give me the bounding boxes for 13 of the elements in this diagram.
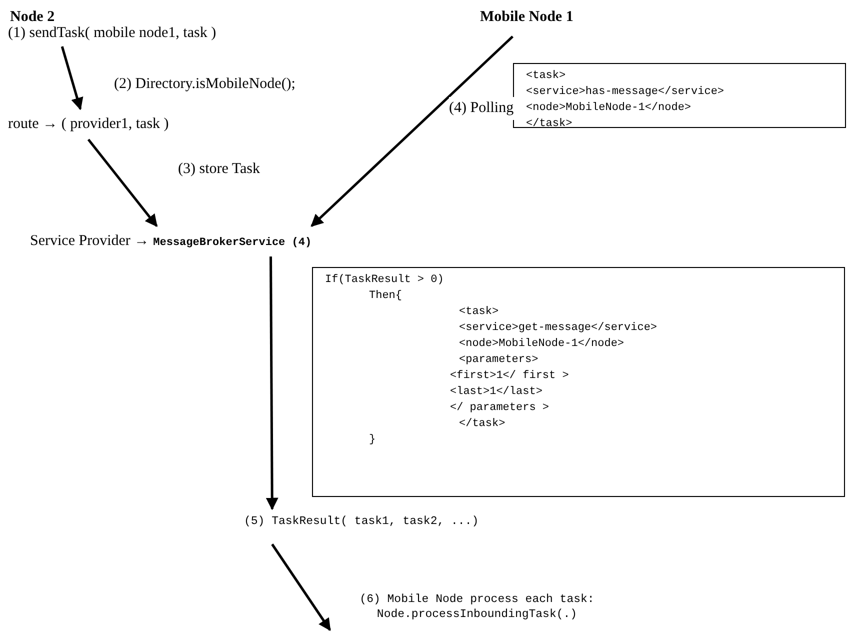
arrow (60, 46, 84, 110)
arrow (266, 256, 278, 510)
flow-step: route → ( provider1, task ) (8, 113, 169, 136)
arrow (271, 544, 332, 632)
arrow (310, 36, 514, 227)
flow-step: Service Provider → MessageBrokerService (4) (30, 230, 312, 252)
node-heading: Mobile Node 1 (480, 6, 574, 28)
code-box: <task> <service>has-message</service> <node>MobileNode-1</node> </task> (513, 63, 846, 128)
flow-step: (5) TaskResult( task1, task2, ...) (244, 513, 479, 530)
edge-label: (6) Mobile Node process each task: Node.processInboundingTask(.) (358, 592, 596, 622)
code-box: If(TaskResult > 0) Then{ <task> <service>get-message</service> <node>MobileNode-1</node> <parameters> <first>1</ first > <last>1</last> </ parameters > </task> } (312, 267, 845, 497)
edge-label: (4) Polling (449, 97, 514, 120)
arrow (87, 138, 158, 227)
